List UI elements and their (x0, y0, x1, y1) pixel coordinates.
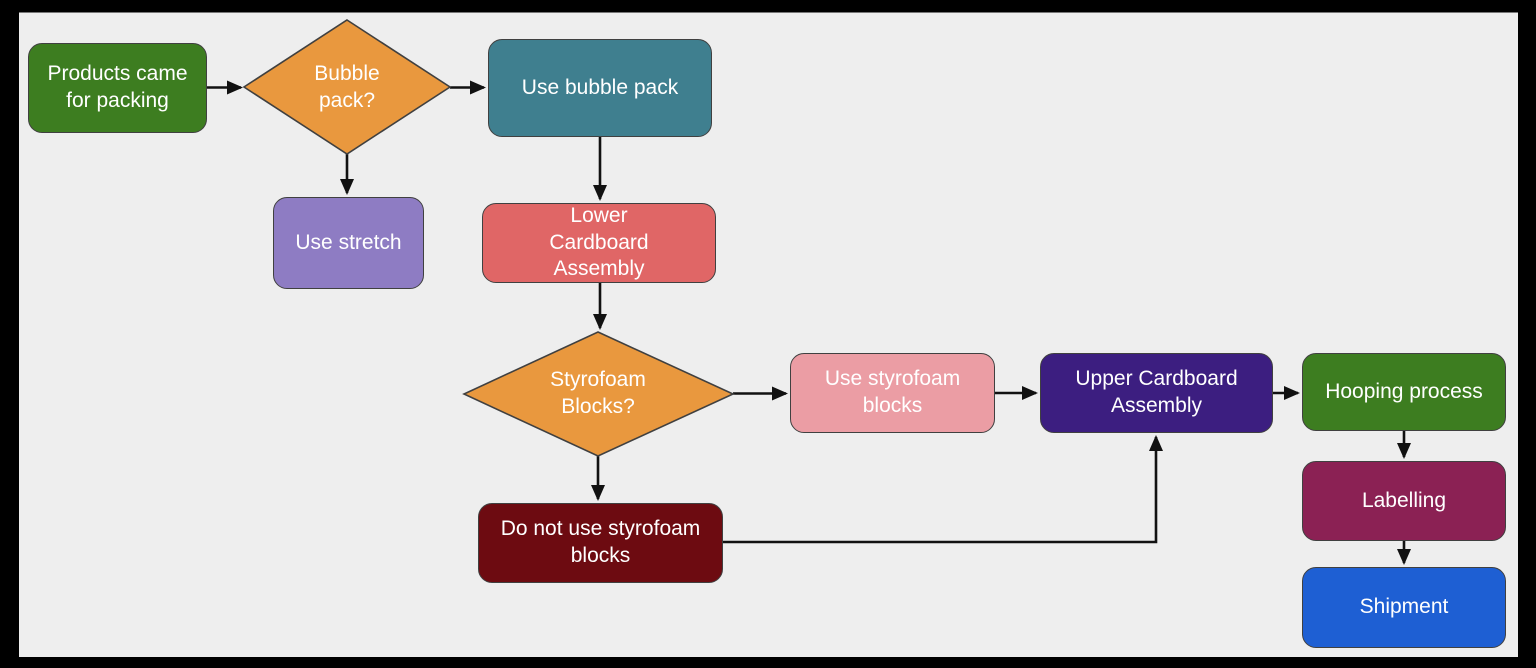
node-label: Use stretch (295, 230, 402, 254)
node-use-bubble-pack[interactable]: Use bubble pack (488, 39, 712, 137)
node-do-not-use-styrofoam-blocks[interactable]: Do not use styrofoam blocks (478, 503, 723, 583)
node-use-stretch[interactable]: Use stretch (273, 197, 424, 289)
node-hooping-process[interactable]: Hooping process (1302, 353, 1506, 431)
node-label: Products came for packing (47, 62, 188, 112)
node-use-styrofoam-blocks[interactable]: Use styrofoam blocks (790, 353, 995, 433)
node-upper-cardboard-assembly[interactable]: Upper Cardboard Assembly (1040, 353, 1273, 433)
node-labelling[interactable]: Labelling (1302, 461, 1506, 541)
node-label: Lower Cardboard Assembly (549, 203, 649, 281)
node-label: Labelling (1361, 488, 1447, 512)
node-lower-cardboard-assembly[interactable]: Lower Cardboard Assembly (482, 203, 716, 283)
node-styrofoam-blocks-decision[interactable] (462, 331, 735, 457)
node-label: Hooping process (1325, 379, 1483, 403)
edge-donotuse-to-uppercardboard (723, 435, 1163, 544)
node-products-came-for-packing[interactable]: Products came for packing (28, 43, 207, 133)
node-label: Upper Cardboard Assembly (1075, 367, 1238, 417)
node-shipment[interactable]: Shipment (1302, 567, 1506, 648)
node-label: Shipment (1359, 595, 1449, 619)
node-label: Use bubble pack (521, 75, 679, 99)
node-label: Do not use styrofoam blocks (500, 517, 701, 567)
diagram-canvas[interactable] (19, 12, 1518, 657)
node-label: Use styrofoam blocks (824, 367, 961, 417)
node-bubble-pack-decision[interactable] (242, 19, 452, 155)
